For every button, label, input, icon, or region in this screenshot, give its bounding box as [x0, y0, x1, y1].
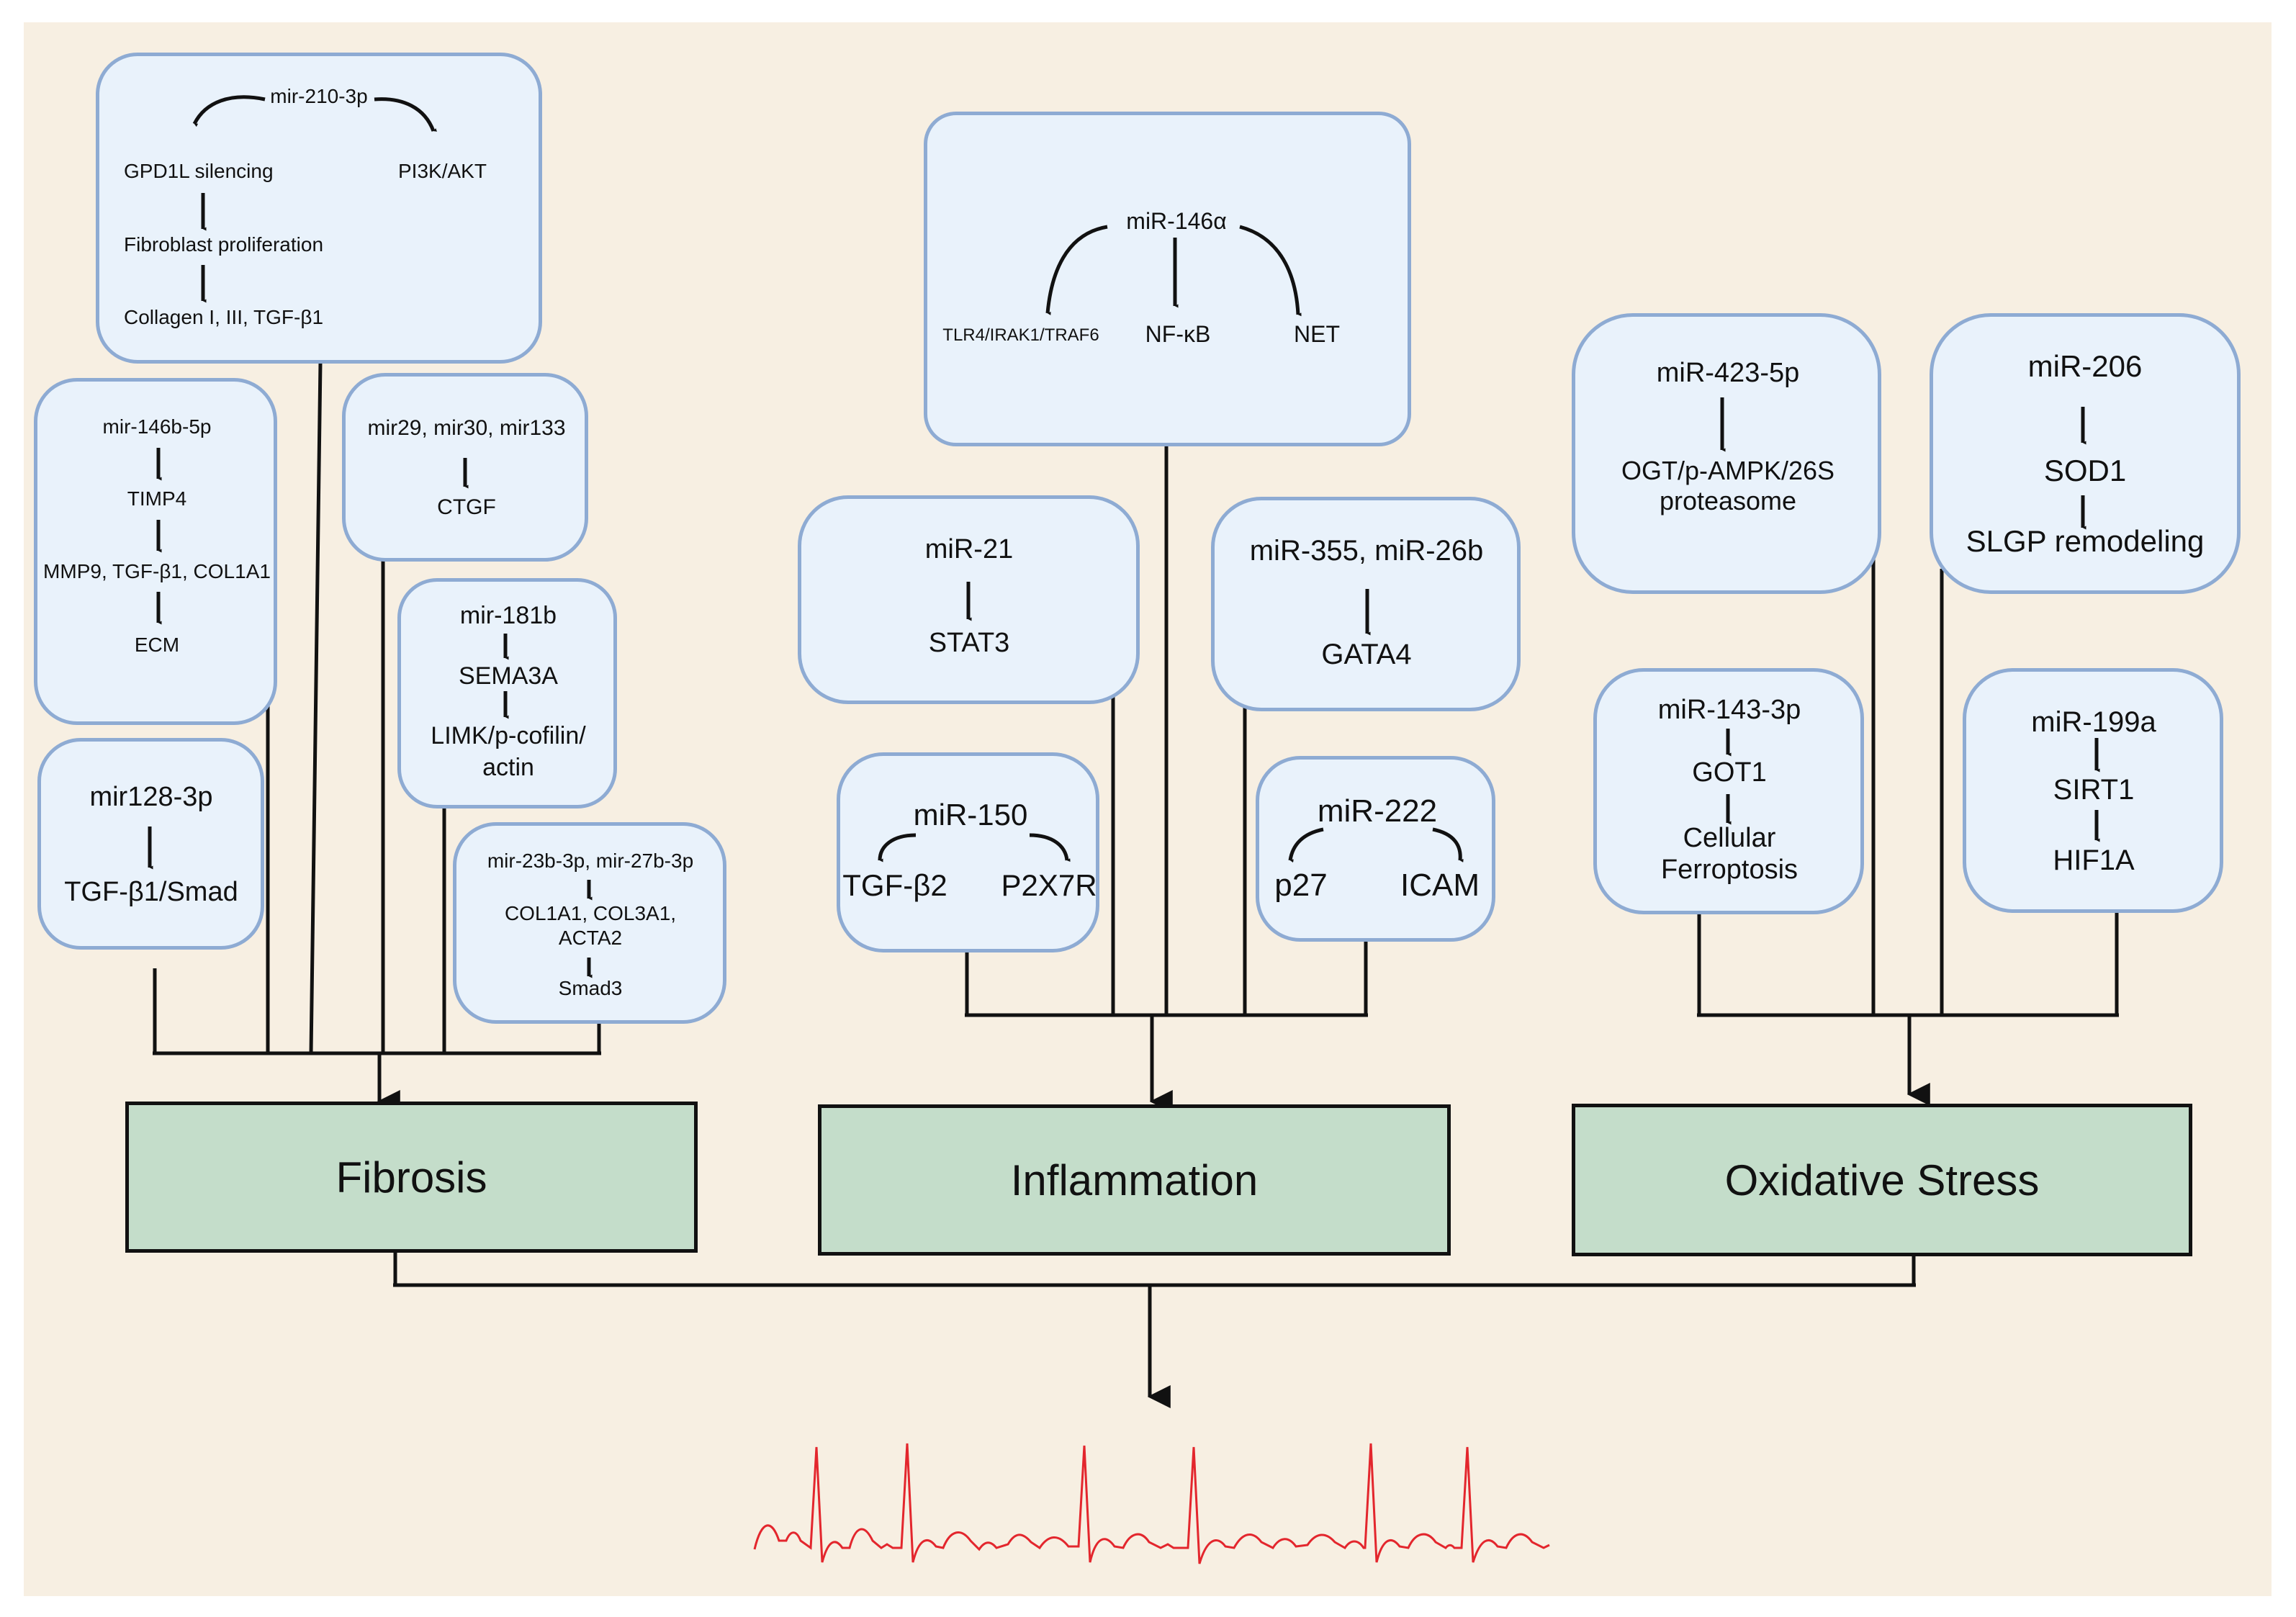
- mir206-title: miR-206: [2027, 349, 2143, 383]
- mir210-step3: Collagen I, III, TGF-β1: [124, 306, 324, 328]
- mir-146a-box: [924, 112, 1411, 446]
- mir146b-step1: TIMP4: [127, 487, 187, 510]
- mir143-step2b: Ferroptosis: [1660, 855, 1798, 885]
- mir23b-step2: Smad3: [558, 977, 623, 999]
- mir210-right-target: PI3K/AKT: [398, 160, 487, 182]
- arrow-mir210-right: [374, 97, 438, 132]
- fibrosis-outcome-box: Fibrosis: [125, 1102, 698, 1253]
- mir423-title: miR-423-5p: [1656, 358, 1800, 388]
- oxidative-connectors: [1697, 558, 2119, 1106]
- mir150-right-target: P2X7R: [1001, 868, 1097, 902]
- mir-23b-3p-box: [453, 822, 726, 1024]
- mir-181b-box: [397, 578, 617, 808]
- mir146a-right-target: NET: [1294, 321, 1340, 347]
- mir-146b-5p-box: [34, 378, 277, 725]
- mir210-left-target: GPD1L silencing: [124, 160, 274, 182]
- mir222-right-target: ICAM: [1400, 868, 1480, 903]
- mir181b-step2b: actin: [482, 754, 534, 781]
- mir23b-step1a: COL1A1, COL3A1,: [504, 902, 677, 924]
- mir206-step2: SLGP remodeling: [1966, 524, 2205, 558]
- mir150-left-target: TGF-β2: [842, 868, 947, 902]
- mir128-step1: TGF-β1/Smad: [64, 877, 238, 907]
- mir-210-3p-box: [96, 53, 542, 364]
- mir222-title: miR-222: [1317, 793, 1438, 829]
- mir181b-step1: SEMA3A: [459, 662, 558, 690]
- mir146a-title: miR-146α: [1126, 208, 1227, 234]
- mir146b-step3: ECM: [134, 634, 180, 656]
- oxidative-stress-outcome-box: Oxidative Stress: [1572, 1104, 2192, 1256]
- mir-150-box: [837, 752, 1099, 952]
- ecg-waveform-icon: [753, 1443, 1550, 1564]
- mir206-step1: SOD1: [2043, 454, 2127, 487]
- mir21-title: miR-21: [924, 534, 1014, 564]
- inflammation-outcome-box: Inflammation: [818, 1104, 1451, 1256]
- mir146a-mid-target: NF-κB: [1145, 321, 1211, 347]
- mir199-step2: HIF1A: [2053, 844, 2135, 876]
- mir128-title: mir128-3p: [89, 782, 213, 812]
- mir-423-5p-box: [1572, 313, 1881, 594]
- mir29-step1: CTGF: [437, 495, 496, 519]
- inflammation-connectors: [965, 443, 1368, 1113]
- mir23b-step1b: ACTA2: [558, 927, 623, 949]
- mir143-step1: GOT1: [1692, 757, 1767, 788]
- mir23b-title: mir-23b-3p, mir-27b-3p: [487, 850, 694, 872]
- mir181b-title: mir-181b: [459, 602, 557, 629]
- mir355-title: miR-355, miR-26b: [1249, 535, 1484, 567]
- mir181b-step2a: LIMK/p-cofilin/: [431, 722, 586, 749]
- fibrosis-label: Fibrosis: [336, 1153, 487, 1202]
- mir-206-box: [1930, 313, 2241, 594]
- mir199-step1: SIRT1: [2053, 774, 2135, 806]
- mir150-title: miR-150: [913, 798, 1028, 832]
- mir143-step2a: Cellular: [1683, 823, 1776, 853]
- mir21-step1: STAT3: [928, 628, 1010, 658]
- mir-199a-box: [1963, 668, 2223, 913]
- mir146b-step2: MMP9, TGF-β1, COL1A1: [43, 560, 271, 582]
- mir146b-title: mir-146b-5p: [102, 415, 212, 438]
- mir-143-3p-box: [1593, 668, 1864, 914]
- mir355-step1: GATA4: [1321, 639, 1412, 670]
- mir199-title: miR-199a: [2031, 706, 2156, 738]
- mir143-title: miR-143-3p: [1657, 695, 1801, 725]
- mir423-step1b: proteasome: [1659, 486, 1797, 515]
- mir210-step2: Fibroblast proliferation: [124, 233, 324, 256]
- oxidative-stress-label: Oxidative Stress: [1724, 1156, 2040, 1204]
- inflammation-label: Inflammation: [1010, 1156, 1259, 1204]
- fibrosis-connectors: [153, 361, 601, 1113]
- mir146a-left-target: TLR4/IRAK1/TRAF6: [942, 325, 1099, 345]
- outcome-connectors: [393, 1251, 1916, 1408]
- arrow-mir210-left: [192, 95, 266, 127]
- mir222-left-target: p27: [1274, 868, 1328, 903]
- mir423-step1a: OGT/p-AMPK/26S: [1621, 456, 1835, 485]
- mir29-title: mir29, mir30, mir133: [367, 416, 566, 440]
- mir210-title: mir-210-3p: [270, 85, 368, 107]
